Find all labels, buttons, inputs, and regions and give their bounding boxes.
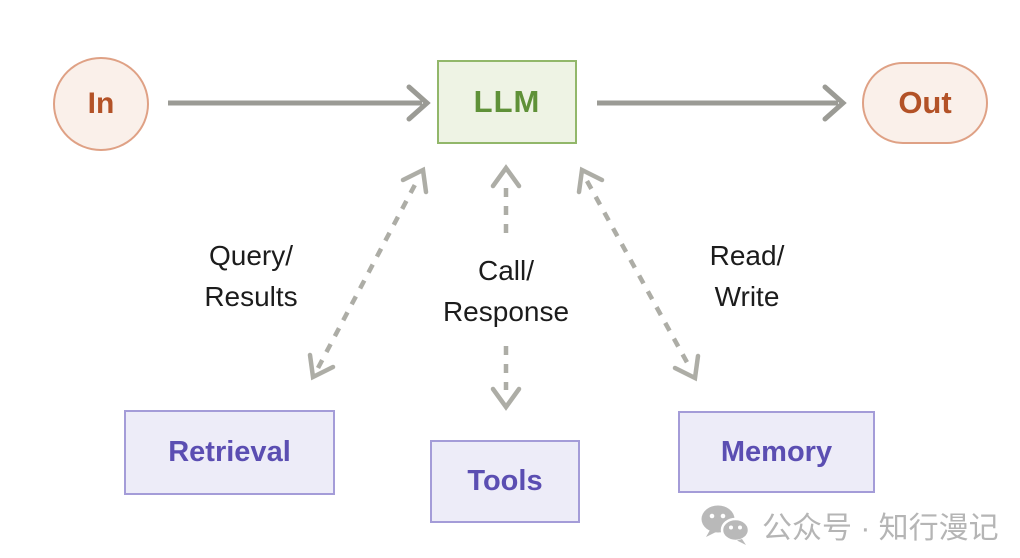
node-in: In: [53, 57, 149, 151]
node-in-label: In: [87, 87, 115, 120]
edge-label-line: Results: [204, 281, 298, 312]
node-memory-label: Memory: [720, 435, 833, 468]
edge-label-line: Read/: [709, 240, 785, 271]
edge-label-line: Write: [714, 281, 780, 312]
arrow-llm-to-out: [597, 84, 847, 122]
watermark: 公众号 · 知行漫记: [700, 503, 999, 547]
arrow-llm-memory: [576, 166, 701, 382]
arrow-in-to-llm: [168, 84, 431, 122]
edge-label-line: Response: [442, 296, 570, 327]
node-tools-label: Tools: [467, 465, 543, 497]
edge-label-line: Query/: [208, 240, 294, 271]
node-retrieval-label: Retrieval: [168, 436, 291, 468]
node-memory: Memory: [678, 411, 875, 493]
edge-label-call-response: Call/ Response: [443, 250, 569, 332]
node-out: Out: [862, 62, 988, 144]
arrow-llm-retrieval: [307, 166, 429, 381]
watermark-text: 公众号 · 知行漫记: [762, 512, 999, 545]
node-llm: LLM: [437, 60, 577, 144]
node-tools: Tools: [430, 440, 580, 523]
edge-label-line: Call/: [477, 255, 534, 286]
arrow-llm-tools: [490, 164, 522, 411]
node-retrieval: Retrieval: [124, 410, 335, 495]
edge-label-read-write: Read/ Write: [710, 235, 785, 317]
wechat-icon: [701, 505, 751, 545]
node-out-label: Out: [898, 85, 952, 120]
edge-label-query-results: Query/ Results: [204, 235, 297, 317]
node-llm-label: LLM: [473, 84, 541, 119]
